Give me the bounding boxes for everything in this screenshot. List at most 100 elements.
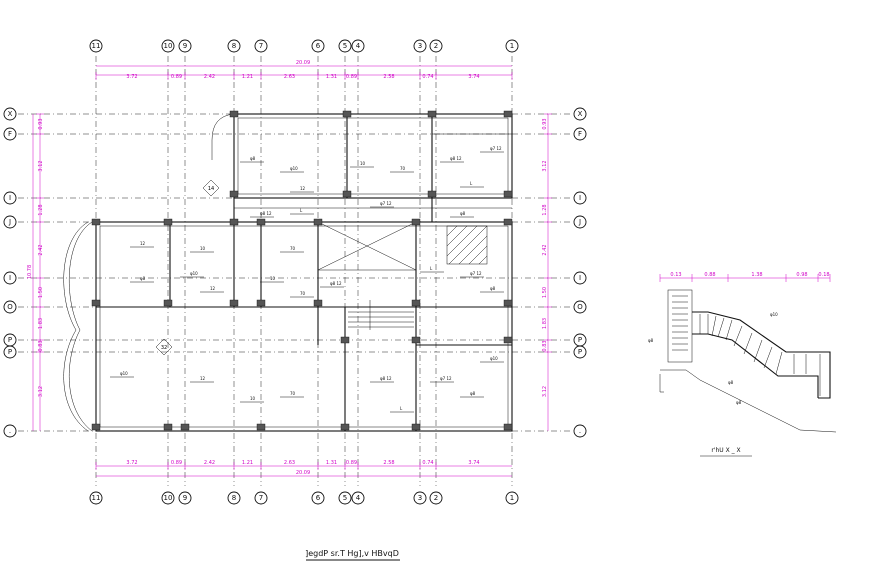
slab-tag-14: 14: [202, 179, 220, 197]
axis-label: 5: [343, 494, 347, 502]
overall-width-bottom: 20.09: [296, 470, 310, 476]
right-dim: 3.12: [542, 160, 548, 171]
overall-width-top: 20.09: [296, 60, 310, 66]
vertical-grid-lines: [95, 56, 513, 486]
column: [411, 336, 421, 344]
top-dim: 0.89: [171, 74, 182, 80]
stair-treads: [348, 300, 414, 330]
axis-label: I: [579, 194, 581, 202]
axis-bubble-11: 11: [89, 491, 103, 505]
rebar-label: L: [430, 266, 433, 271]
axis-bubble-3: 3: [413, 491, 427, 505]
column: [313, 299, 323, 307]
left-dim: 1.50: [38, 287, 44, 298]
axis-label: O: [7, 303, 13, 311]
bottom-dim: 3.74: [468, 460, 479, 466]
axis-label: 1: [510, 494, 514, 502]
rebar-label: 10: [360, 161, 366, 166]
axis-bubble-8: 8: [227, 39, 241, 53]
axis-bubble-J: J: [3, 215, 17, 229]
axis-label: X: [578, 110, 583, 118]
axis-bubble-11: 11: [89, 39, 103, 53]
column: [256, 423, 266, 431]
axis-label: 8: [232, 494, 236, 502]
left-dimension-string: 10.78 0.933.121.282.421.501.830.833.12: [27, 113, 44, 431]
axis-label: O: [577, 303, 583, 311]
stair-dim: 0.18: [818, 272, 829, 278]
left-dim: 0.93: [38, 118, 44, 129]
top-dim: 1.31: [326, 74, 337, 80]
column: [163, 423, 173, 431]
bottom-dim: 1.21: [242, 460, 253, 466]
rebar-label: φ8 12: [450, 156, 462, 161]
bottom-dim: 2.42: [204, 460, 215, 466]
axis-label: 3: [418, 494, 422, 502]
axis-bubble-4: 4: [351, 39, 365, 53]
rebar-label: φ8 12: [380, 376, 392, 381]
svg-text:φ8: φ8: [648, 338, 654, 343]
axis-label: 2: [434, 494, 438, 502]
axis-bubble-F: F: [3, 127, 17, 141]
rebar-label: φ8: [470, 391, 476, 396]
axis-label: I: [579, 274, 581, 282]
column: [342, 190, 352, 198]
axis-bubble-5: 5: [338, 491, 352, 505]
bottom-dim: 3.72: [126, 460, 137, 466]
axis-bubble-4: 4: [351, 491, 365, 505]
axis-label: J: [578, 218, 581, 226]
axis-label: 10: [164, 42, 173, 50]
column: [503, 423, 513, 431]
rebar-label: 10: [250, 396, 256, 401]
top-dim: 2.42: [204, 74, 215, 80]
axis-bubble-1: 1: [505, 39, 519, 53]
rebar-label: 10: [200, 246, 206, 251]
stair-section-caption: r'hU X _ X: [711, 447, 740, 454]
axis-label: 4: [356, 494, 361, 502]
rebar-label: 70: [290, 246, 296, 251]
right-dim: 1.28: [542, 204, 548, 215]
right-dim: 1.50: [542, 287, 548, 298]
rebar-label: 12: [300, 186, 306, 191]
bottom-dim: 2.58: [383, 460, 394, 466]
right-dim: 2.42: [542, 244, 548, 255]
axis-bubble-2: 2: [429, 491, 443, 505]
axis-bubble-6: 6: [311, 491, 325, 505]
column: [503, 336, 513, 344]
right-dim: 3.12: [542, 386, 548, 397]
axis-label: J: [8, 218, 11, 226]
left-dim: 2.42: [38, 244, 44, 255]
axis-bubble-F: F: [573, 127, 587, 141]
rebar-label: φ7 12: [470, 271, 482, 276]
axis-bubble-X: X: [573, 107, 587, 121]
rebar-label: 70: [290, 391, 296, 396]
axis-label: F: [8, 130, 12, 138]
axis-bubble-1: 1: [505, 491, 519, 505]
right-dim: 0.93: [542, 118, 548, 129]
axis-label: F: [578, 130, 582, 138]
axis-bubble-P: P: [3, 345, 17, 359]
bottom-dim: 1.31: [326, 460, 337, 466]
column: [256, 218, 266, 226]
rebar-label: φ7 12: [490, 146, 502, 151]
rebar-label: φ8 12: [330, 281, 342, 286]
axis-bubble-P: P: [573, 345, 587, 359]
axis-bubble-J: J: [573, 215, 587, 229]
axis-bubble-8: 8: [227, 491, 241, 505]
left-dim: 3.12: [38, 160, 44, 171]
axis-label: P: [8, 336, 12, 344]
rebar-label: φ10: [490, 356, 498, 361]
rebar-label: 70: [400, 166, 406, 171]
column: [411, 299, 421, 307]
axis-label: 11: [92, 42, 101, 50]
column: [313, 218, 323, 226]
hatched-slab: [446, 225, 488, 265]
column: [163, 299, 173, 307]
column: [229, 299, 239, 307]
axis-bubble-P: P: [573, 333, 587, 347]
axis-label: 5: [343, 42, 347, 50]
column: [340, 423, 350, 431]
